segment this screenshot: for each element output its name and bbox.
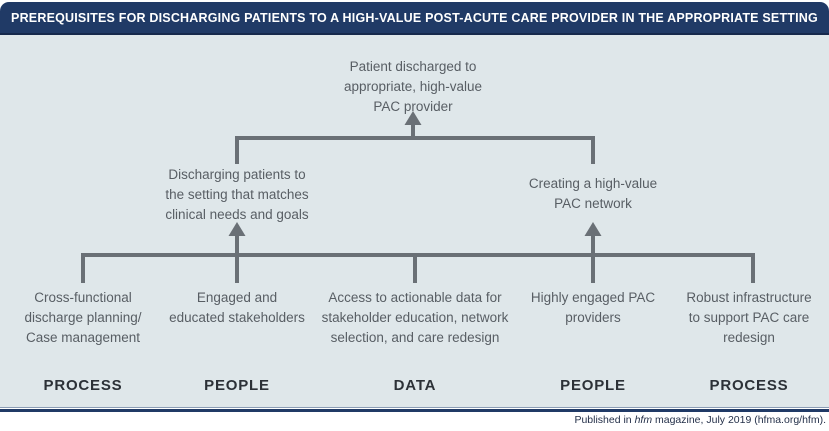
node-infrastructure: Robust infrastructure to support PAC car…	[686, 290, 812, 345]
diagram-background	[0, 35, 829, 408]
category-label-people-2: PEOPLE	[560, 377, 626, 394]
node-pac-network: Creating a high-value PAC network	[528, 176, 658, 211]
node-setting-match: Discharging patients to the setting that…	[165, 167, 309, 222]
footer-hairline	[0, 407, 829, 408]
category-label-process-2: PROCESS	[709, 377, 789, 394]
category-label-process-1: PROCESS	[43, 377, 123, 394]
up-arrow-icon	[584, 222, 602, 236]
citation: Published in hfm magazine, July 2019 (hf…	[574, 414, 826, 426]
connector-line-bottom	[81, 253, 755, 283]
node-pac-providers: Highly engaged PAC providers	[530, 290, 656, 325]
footer-rule	[0, 409, 829, 412]
header: PREREQUISITES FOR DISCHARGING PATIENTS T…	[0, 2, 829, 35]
up-arrow-icon	[228, 222, 246, 236]
up-arrow-icon	[404, 111, 422, 125]
citation-suffix: magazine, July 2019 (hfma.org/hfm).	[652, 414, 826, 426]
citation-prefix: Published in	[574, 414, 635, 426]
connector-line-top	[235, 136, 595, 164]
node-actionable-data: Access to actionable data for stakeholde…	[321, 290, 509, 345]
node-root: Patient discharged to appropriate, high-…	[343, 59, 483, 114]
page-title: PREREQUISITES FOR DISCHARGING PATIENTS T…	[11, 10, 818, 25]
citation-magazine-name: hfm	[634, 414, 653, 426]
category-label-people-1: PEOPLE	[204, 377, 270, 394]
node-discharge-planning: Cross-functional discharge planning/ Cas…	[24, 290, 142, 345]
category-label-data: DATA	[393, 377, 437, 394]
node-stakeholders: Engaged and educated stakeholders	[169, 290, 305, 325]
